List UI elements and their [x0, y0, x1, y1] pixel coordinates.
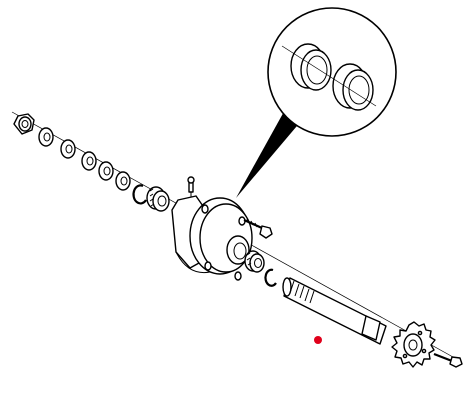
- washer-icon: [60, 139, 76, 159]
- washer-icon: [98, 161, 114, 181]
- hub-icon: [171, 195, 253, 281]
- detail-leader-icon: [236, 108, 302, 198]
- snap-ring-icon: [264, 268, 277, 287]
- detail-inset: [267, 7, 397, 137]
- sprocket-icon: [391, 321, 436, 368]
- bearing-icon: [244, 250, 265, 273]
- washer-icon: [81, 151, 97, 171]
- snap-ring-icon: [132, 184, 147, 205]
- bolt-icon: [243, 218, 273, 239]
- bearing-cup-icon: [332, 63, 374, 111]
- washer-icon: [38, 127, 54, 147]
- bearing-cup-icon: [290, 43, 332, 91]
- axle-shaft-icon: [282, 277, 387, 345]
- marker-dot: [314, 336, 322, 344]
- sprocket-bolt-icon: [433, 352, 463, 368]
- bearing-icon: [146, 186, 170, 212]
- washer-icon: [115, 171, 131, 191]
- nut-icon: [13, 113, 35, 135]
